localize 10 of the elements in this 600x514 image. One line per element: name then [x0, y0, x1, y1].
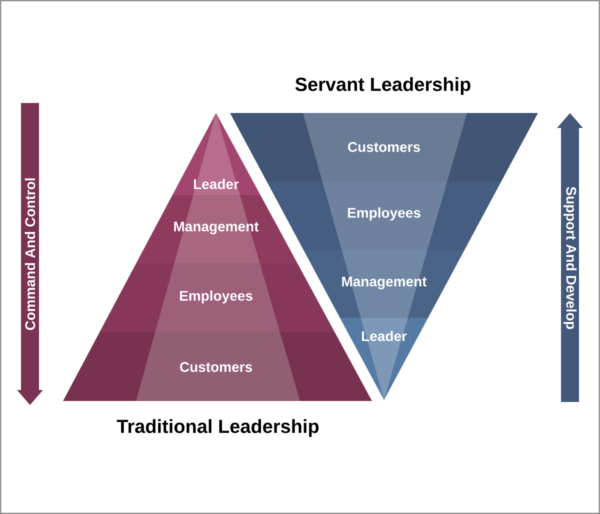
pyramid-band: Employees [267, 182, 501, 250]
heading: Traditional Leadership [116, 419, 319, 437]
arrow-label: Support And Develop [563, 186, 577, 329]
pyramid-band: Customers [230, 113, 538, 182]
pyramid-band: Management [136, 195, 298, 263]
heading: Servant Leadership [295, 77, 470, 95]
arrow-label: Command And Control [24, 178, 36, 330]
pyramid-band: Employees [100, 263, 335, 332]
pyramid-band: Management [304, 250, 464, 318]
pyramid-band: Leader [340, 318, 428, 400]
